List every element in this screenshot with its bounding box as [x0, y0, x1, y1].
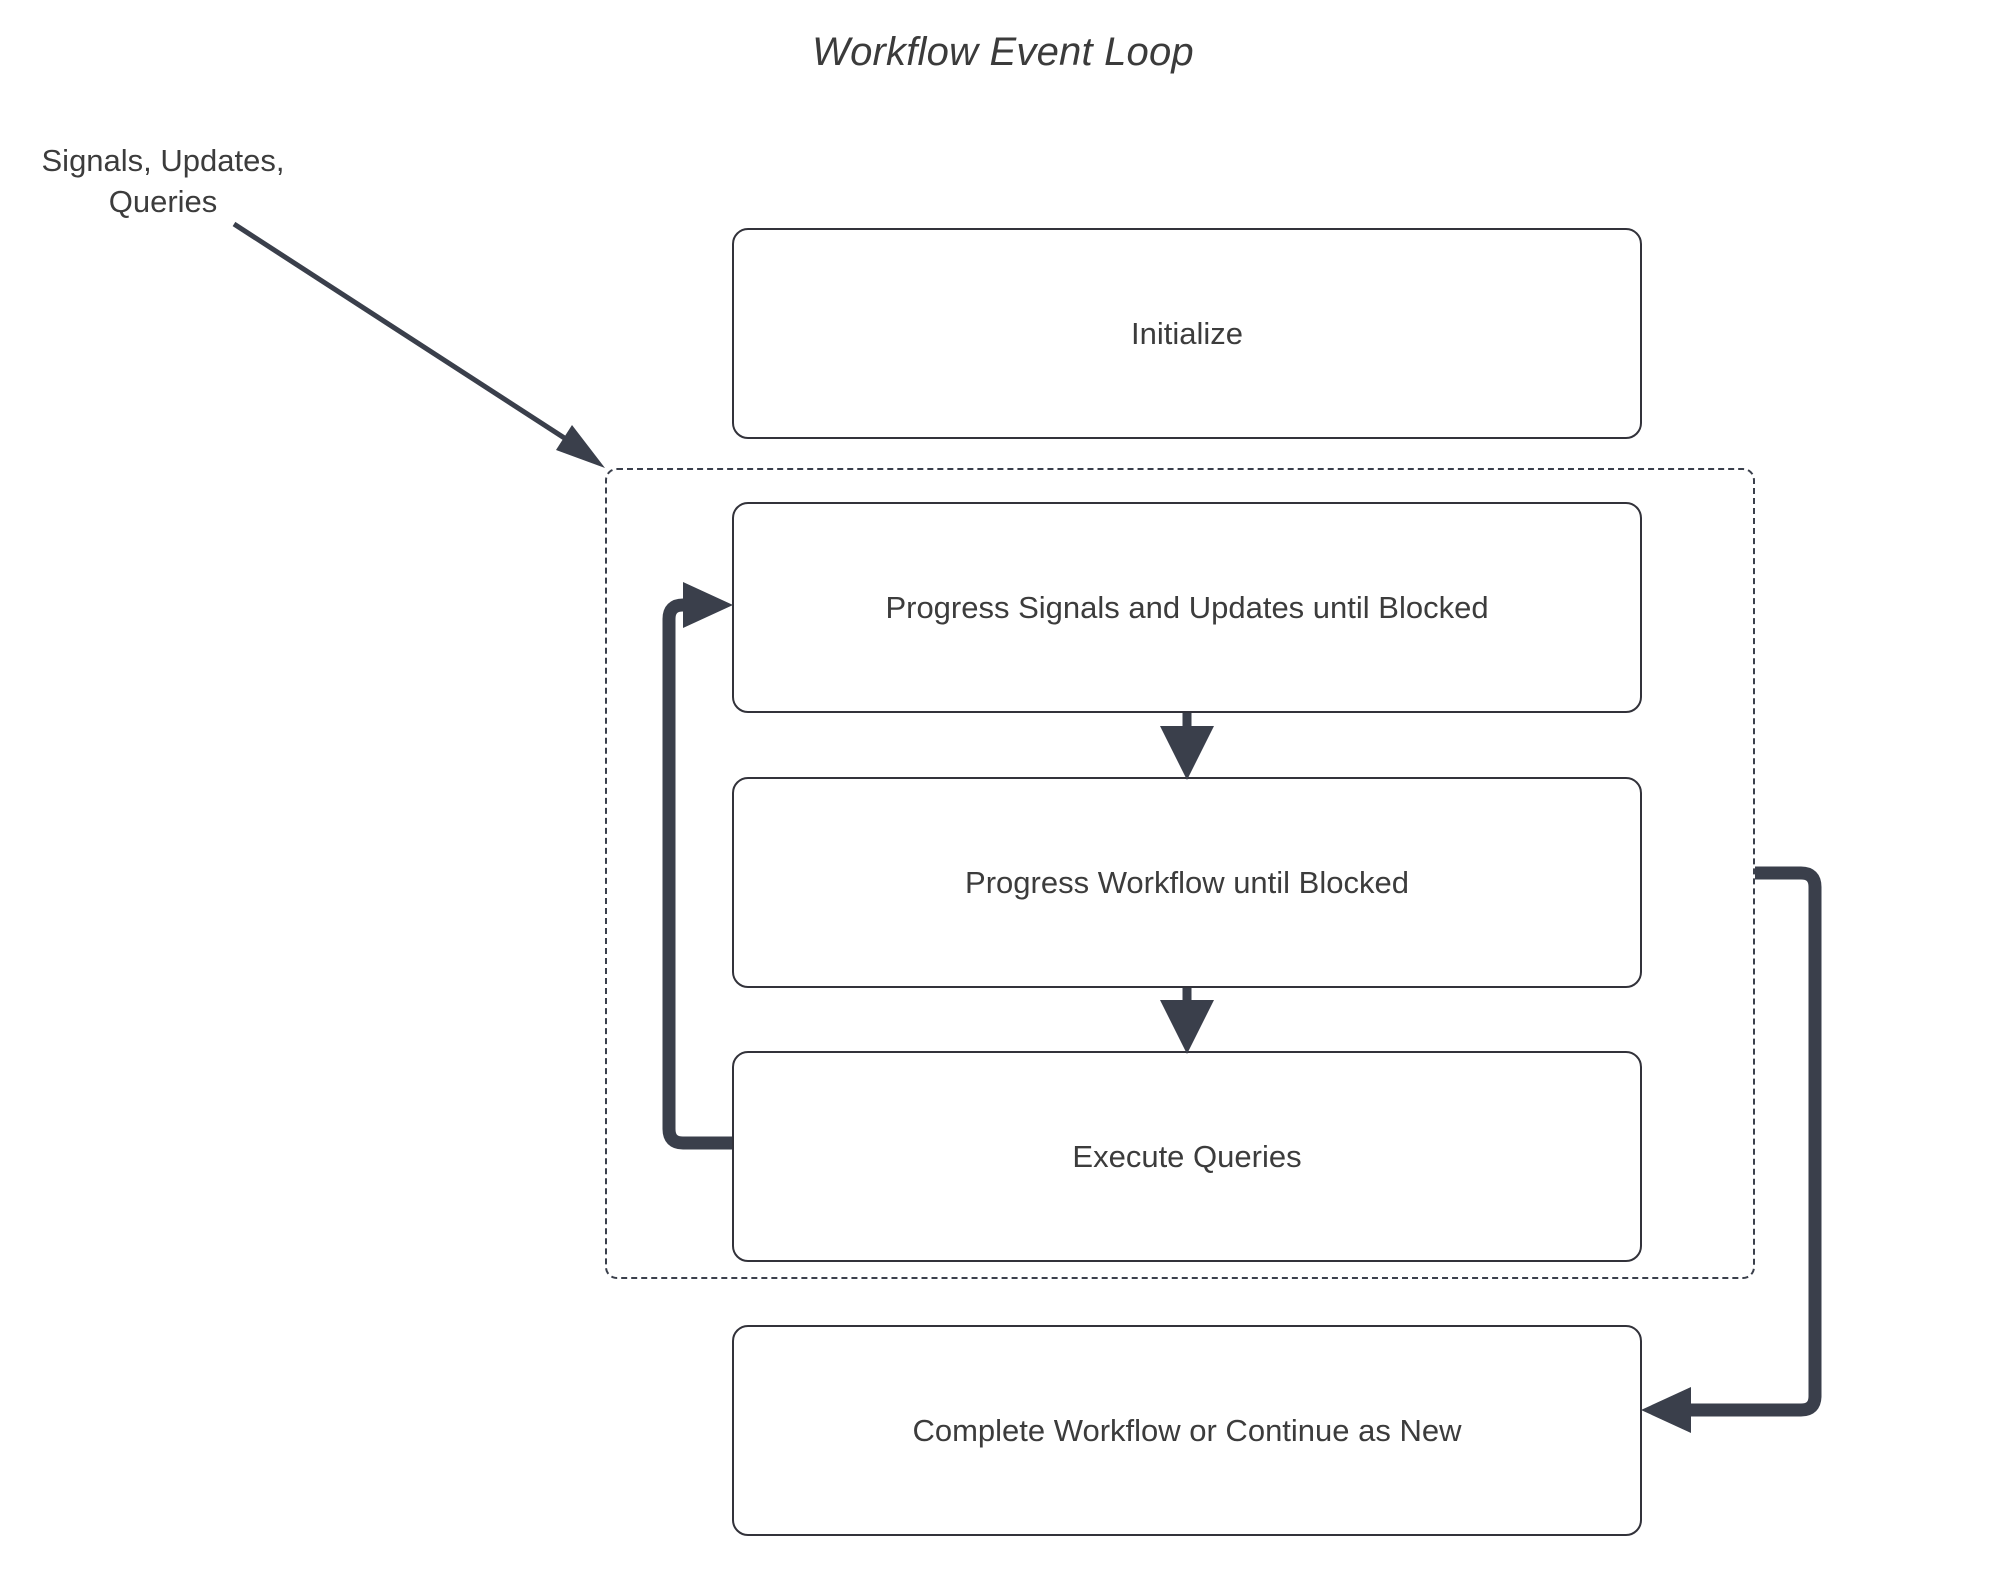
node-initialize-label: Initialize: [1131, 315, 1243, 351]
node-execute-queries-label: Execute Queries: [1072, 1138, 1302, 1174]
node-execute-queries[interactable]: Execute Queries: [732, 1051, 1642, 1262]
node-complete-workflow-label: Complete Workflow or Continue as New: [912, 1412, 1462, 1448]
page-title: Workflow Event Loop: [812, 30, 1194, 74]
node-progress-workflow-label: Progress Workflow until Blocked: [965, 864, 1409, 900]
node-progress-signals-updates[interactable]: Progress Signals and Updates until Block…: [732, 502, 1642, 713]
node-progress-workflow[interactable]: Progress Workflow until Blocked: [732, 777, 1642, 988]
node-complete-workflow[interactable]: Complete Workflow or Continue as New: [732, 1325, 1642, 1536]
edge-signals-to-loop: [232, 221, 605, 468]
external-label-signals-updates-queries: Signals, Updates, Queries: [41, 143, 285, 219]
node-progress-signals-updates-label: Progress Signals and Updates until Block…: [885, 589, 1489, 625]
node-initialize[interactable]: Initialize: [732, 228, 1642, 439]
